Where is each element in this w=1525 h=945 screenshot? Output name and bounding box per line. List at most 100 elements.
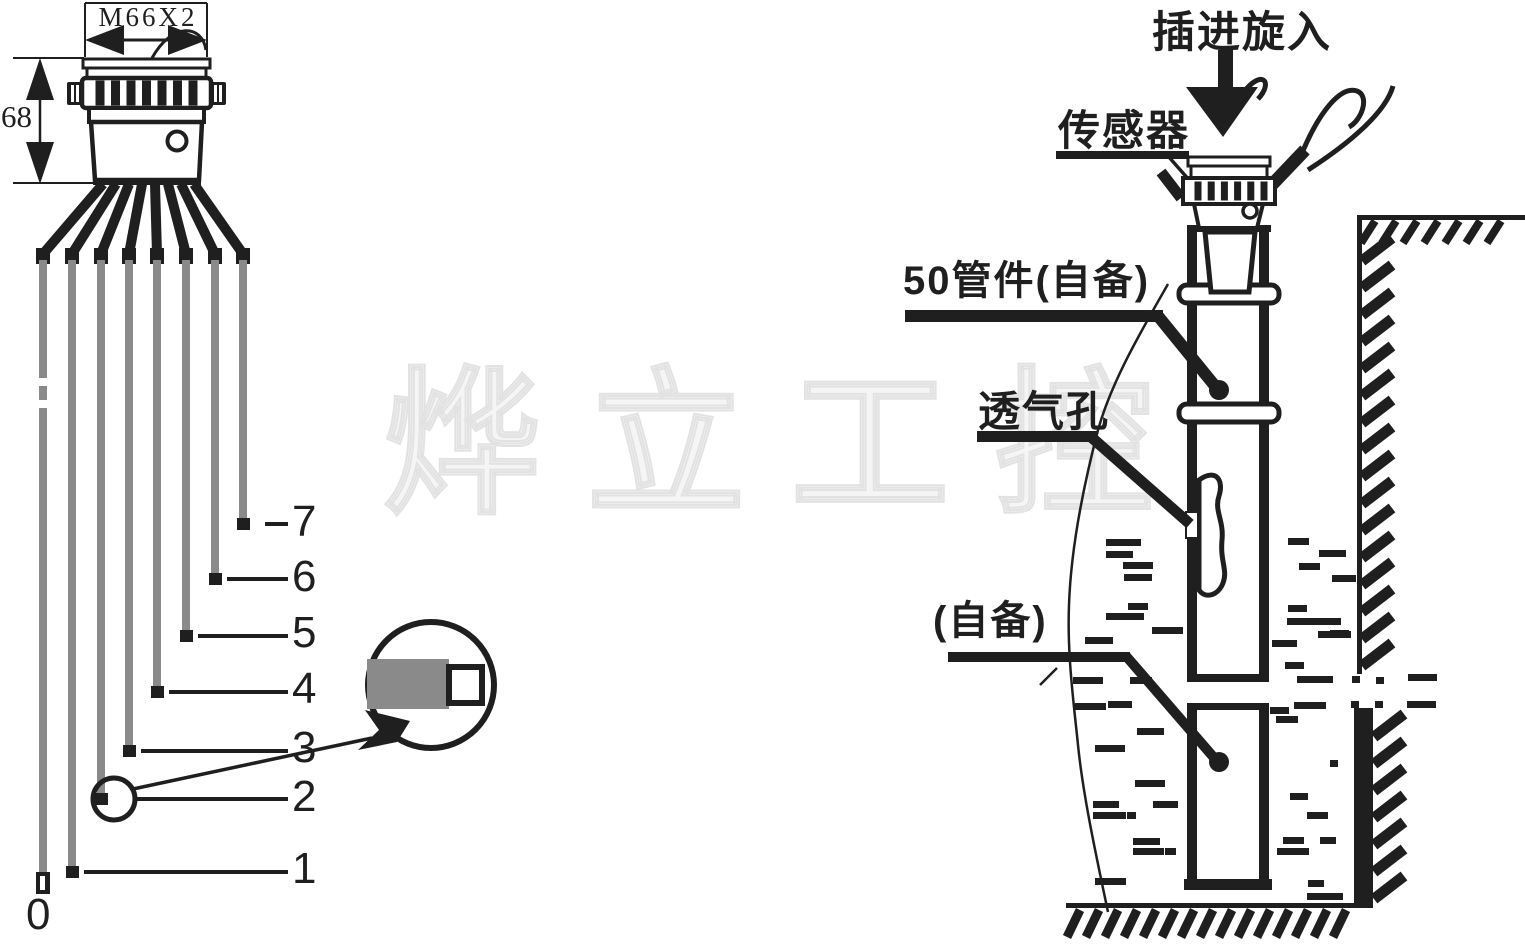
watermark-char: 工: [790, 357, 950, 533]
detail-callout: [90, 619, 497, 823]
knurl-bar: [1194, 181, 1202, 201]
vent-hatch-tick: [1187, 503, 1197, 511]
hatch-tick: [1081, 908, 1104, 939]
water-dash: [1376, 677, 1384, 684]
pipe-wall-right: [1259, 225, 1269, 682]
hatch-tick: [1138, 908, 1161, 939]
water-dash: [1085, 637, 1113, 644]
vent-hatch-tick: [1187, 543, 1197, 551]
self-provided-leader: [1122, 652, 1220, 764]
wire-tip: [95, 793, 108, 805]
probe-cable: [367, 659, 449, 709]
hatch-tick: [1358, 368, 1396, 401]
knurl-bar: [157, 80, 167, 106]
wire-tip: [151, 686, 164, 698]
water-dash: [1095, 878, 1126, 885]
hatch-tick: [1358, 422, 1396, 455]
water-dash: [1153, 801, 1178, 808]
water-dash: [1272, 640, 1297, 647]
knurl-bar: [188, 80, 198, 106]
water-dash: [1308, 880, 1324, 887]
hatch-tick: [1483, 218, 1505, 246]
arrow-shaft: [1218, 50, 1233, 92]
watermark: 烨 立 工 控: [382, 357, 1154, 533]
cable-curve: [1297, 87, 1367, 159]
insert-arrow: [1186, 50, 1268, 137]
water-dash: [1330, 618, 1341, 625]
water-dash: [1351, 701, 1359, 708]
cable-curve: [1306, 85, 1396, 173]
insert-screw-label: 插进旋入: [1152, 9, 1332, 57]
hatch-tick: [1358, 395, 1396, 428]
callout-arrowhead-icon: [358, 710, 410, 750]
water-dash: [1152, 627, 1183, 634]
hatch-tick: [1176, 908, 1199, 939]
hatch-tick: [1370, 871, 1408, 904]
ground-baseline: [1066, 903, 1362, 908]
water-dash: [1165, 848, 1176, 855]
hatch-tick: [1100, 908, 1123, 939]
knurl-bar: [1247, 181, 1255, 201]
knurl-bar: [111, 80, 120, 106]
water-level-dashes: [1073, 538, 1437, 900]
wire-tip: [66, 866, 79, 878]
hatch-tick: [1358, 233, 1396, 266]
hatch-tick: [1358, 449, 1396, 482]
self-provided-dot: [1209, 752, 1229, 772]
hatch-tick: [1358, 287, 1396, 320]
pipe-lower-top: [1187, 703, 1269, 710]
wall-bar-lower: [1354, 708, 1373, 908]
ground-surface-line: [1357, 215, 1525, 220]
knurl-bar: [1220, 181, 1228, 201]
water-dash: [1307, 812, 1328, 819]
hatch-tick: [1358, 341, 1396, 374]
hatch-tick: [1195, 908, 1218, 939]
water-dash: [1288, 538, 1309, 545]
hatch-tick: [1370, 709, 1408, 742]
wire-fan-segment: [176, 181, 220, 257]
wire-fan-segment: [189, 181, 248, 257]
water-dash: [1106, 551, 1133, 558]
water-dash: [1106, 613, 1144, 620]
hatch-tick: [1214, 908, 1237, 939]
hatch-tick: [1309, 908, 1332, 939]
wire-fan-segment: [67, 181, 121, 257]
wire-label-6: 6: [292, 552, 317, 601]
sensor-hole: [1241, 202, 1259, 220]
wire-break: [38, 400, 48, 408]
water-dash: [1290, 793, 1308, 800]
water-dash: [1093, 812, 1126, 819]
hatch-tick: [1370, 817, 1408, 850]
wire-tip: [180, 630, 193, 642]
wire-break: [38, 378, 48, 386]
hatch-tick: [1370, 790, 1408, 823]
water-dash: [1307, 893, 1343, 900]
sensor-label: 传感器: [1058, 107, 1191, 154]
water-dash: [1127, 812, 1136, 819]
water-dash: [1319, 550, 1346, 557]
water-dash: [1330, 760, 1338, 767]
water-dash: [1123, 562, 1153, 569]
wire-label-5: 5: [292, 608, 317, 657]
wire-fan-segment: [39, 180, 107, 258]
bottom-ground-hatching: [1062, 908, 1351, 939]
hatch-tick: [1062, 908, 1085, 939]
water-dash: [1299, 563, 1320, 570]
hatch-tick: [1420, 218, 1442, 246]
hatch-tick: [1357, 218, 1379, 246]
water-dash: [1297, 676, 1333, 683]
hatch-tick: [1370, 736, 1408, 769]
water-dash: [1287, 618, 1331, 625]
hatch-tick: [1370, 844, 1408, 877]
water-dash: [1073, 677, 1103, 684]
water-dash: [1276, 716, 1298, 723]
vent-hatch-tick: [1187, 471, 1197, 479]
water-dash: [1135, 780, 1165, 787]
water-dash: [1133, 838, 1160, 845]
water-dash: [1108, 701, 1132, 708]
callout-line: [132, 736, 373, 791]
wire-tip: [209, 573, 222, 585]
vent-hole-detail: [1185, 471, 1228, 598]
hatch-tick: [1358, 314, 1396, 347]
